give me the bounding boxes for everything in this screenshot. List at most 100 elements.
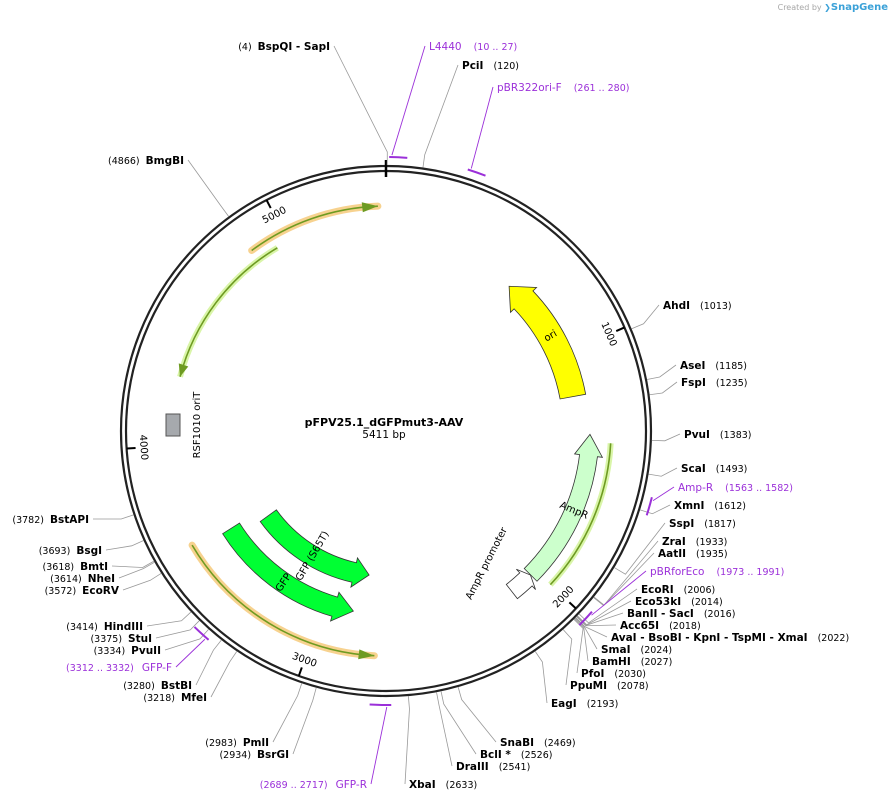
primer-leader-line [470,86,494,169]
left-orf-glow [177,245,279,378]
restriction-site[interactable]: XmnI(1612) [674,500,746,512]
branding-name: SnapGene [830,2,888,13]
restriction-site[interactable]: PvuI(1383) [684,429,752,441]
restriction-site[interactable]: PciI(120) [462,60,519,72]
primer-binding-site[interactable]: pBRforEco(1973 .. 1991) [650,566,784,578]
restriction-site[interactable]: DraIII(2541) [456,761,530,773]
site-position: (1612) [714,501,746,512]
primer-mark [578,611,593,626]
restriction-site[interactable]: PfoI(2030) [581,668,646,680]
site-enzyme-name: BclI * [480,749,511,761]
primer-binding-site[interactable]: pBR322ori-F(261 .. 280) [497,82,629,94]
site-leader-line [562,629,573,686]
site-leader-line [164,628,209,651]
site-enzyme-name: BmtI [80,561,108,573]
site-position: (1493) [716,464,748,475]
site-enzyme-name: BstAPI [50,514,89,526]
site-leader-line [534,651,548,704]
restriction-site[interactable]: AatII(1935) [658,548,728,560]
restriction-site[interactable]: EcoRV(3572) [45,585,120,597]
restriction-site[interactable]: PmlI(2983) [205,737,269,749]
primer-name: GFP-R [336,779,367,791]
restriction-site[interactable]: BsgI(3693) [39,545,102,557]
restriction-site[interactable]: StuI(3375) [90,633,152,645]
restriction-site[interactable]: PvuII(3334) [94,645,161,657]
primer-binding-site[interactable]: GFP-R (2689 .. 2717) [260,779,367,791]
restriction-site[interactable]: HindIII(3414) [66,621,143,633]
site-enzyme-name: PvuI [684,429,710,441]
site-position: (2934) [219,750,251,761]
restriction-site[interactable]: PpuMI(2078) [570,680,649,692]
restriction-site[interactable]: FspI(1235) [681,377,747,389]
site-enzyme-name: EcoRI [641,584,674,596]
restriction-site[interactable]: Acc65I(2018) [620,620,701,632]
restriction-site[interactable]: BspQI - SapI(4) [238,41,330,53]
primer-binding-site[interactable]: L4440(10 .. 27) [429,41,517,53]
primer-layer: L4440(10 .. 27) pBR322ori-F(261 .. 280) Am… [66,41,793,791]
site-layer: BspQI - SapI(4)PciI(120)AhdI(1013)AseI(1… [12,41,849,791]
restriction-site[interactable]: BmgBI(4866) [108,155,184,167]
site-enzyme-name: BanII - SacI [627,608,694,620]
site-leader-line [118,561,155,579]
primer-mark [645,496,653,516]
restriction-site[interactable]: EcoRI (2006) [641,584,715,596]
restriction-site[interactable]: BstAPI(3782) [12,514,89,526]
restriction-site[interactable]: SmaI(2024) [601,644,672,656]
site-leader-line [272,683,303,743]
site-leader-line [122,572,162,591]
site-position: (1817) [704,519,736,530]
restriction-site[interactable]: MfeI(3218) [143,692,207,704]
site-position: (120) [493,61,519,72]
restriction-site[interactable]: BamHI(2027) [592,656,672,668]
restriction-site[interactable]: ZraI(1933) [662,536,727,548]
restriction-site[interactable]: BsrGI(2934) [219,749,289,761]
restriction-site[interactable]: BstBI(3280) [123,680,192,692]
site-position: (2078) [617,681,649,692]
site-position: (3693) [39,546,71,557]
restriction-site[interactable]: BanII - SacI (2016) [627,608,735,620]
restriction-site[interactable]: AvaI - BsoBI - KpnI - TspMI - XmaI(2022) [611,632,849,644]
restriction-site[interactable]: SnaBI(2469) [500,737,576,749]
site-leader-line [576,616,617,627]
restriction-site[interactable]: ScaI (1493) [681,463,747,475]
site-leader-line [574,618,589,662]
restriction-site[interactable]: EagI(2193) [551,698,618,710]
tick-label: 5000 [261,205,289,226]
site-position: (2633) [446,780,478,791]
primer-leader-line [370,706,388,785]
site-enzyme-name: AvaI - BsoBI - KpnI - TspMI - XmaI [611,632,808,644]
snapgene-branding: Created by ❯SnapGene [778,2,888,13]
site-leader-line [440,691,477,755]
restriction-site[interactable]: AseI(1185) [680,360,747,372]
site-leader-line [646,364,677,380]
site-position: (3218) [143,693,175,704]
restriction-site[interactable]: SspI (1817) [669,518,736,530]
site-leader-line [649,381,678,396]
primer-mark [389,156,408,159]
site-position: (2016) [704,609,736,620]
restriction-site[interactable]: XbaI(2633) [409,779,477,791]
site-enzyme-name: PfoI [581,668,604,680]
primer-binding-site[interactable]: Amp-R(1563 .. 1582) [678,482,793,494]
site-leader-line [639,504,671,515]
primer-name: L4440 [429,41,462,53]
restriction-site[interactable]: BmtI(3618) [43,561,108,573]
restriction-site[interactable]: AhdI(1013) [663,300,732,312]
site-leader-line [575,617,608,638]
site-enzyme-name: ScaI [681,463,706,475]
site-leader-line [651,433,681,442]
site-enzyme-name: AatII [658,548,686,560]
site-position: (2006) [684,585,716,596]
site-leader-line [578,588,638,624]
primer-range: (2689 .. 2717) [260,780,328,791]
site-position: (1235) [716,378,748,389]
restriction-site[interactable]: BclI *(2526) [480,749,552,761]
primer-binding-site[interactable]: GFP-F(3312 .. 3332) [66,662,172,674]
site-position: (2018) [669,621,701,632]
restriction-site[interactable]: Eco53kI(2014) [635,596,723,608]
site-enzyme-name: AseI [680,360,705,372]
site-position: (2027) [641,657,673,668]
site-enzyme-name: SspI [669,518,694,530]
restriction-site[interactable]: NheI(3614) [50,573,115,585]
